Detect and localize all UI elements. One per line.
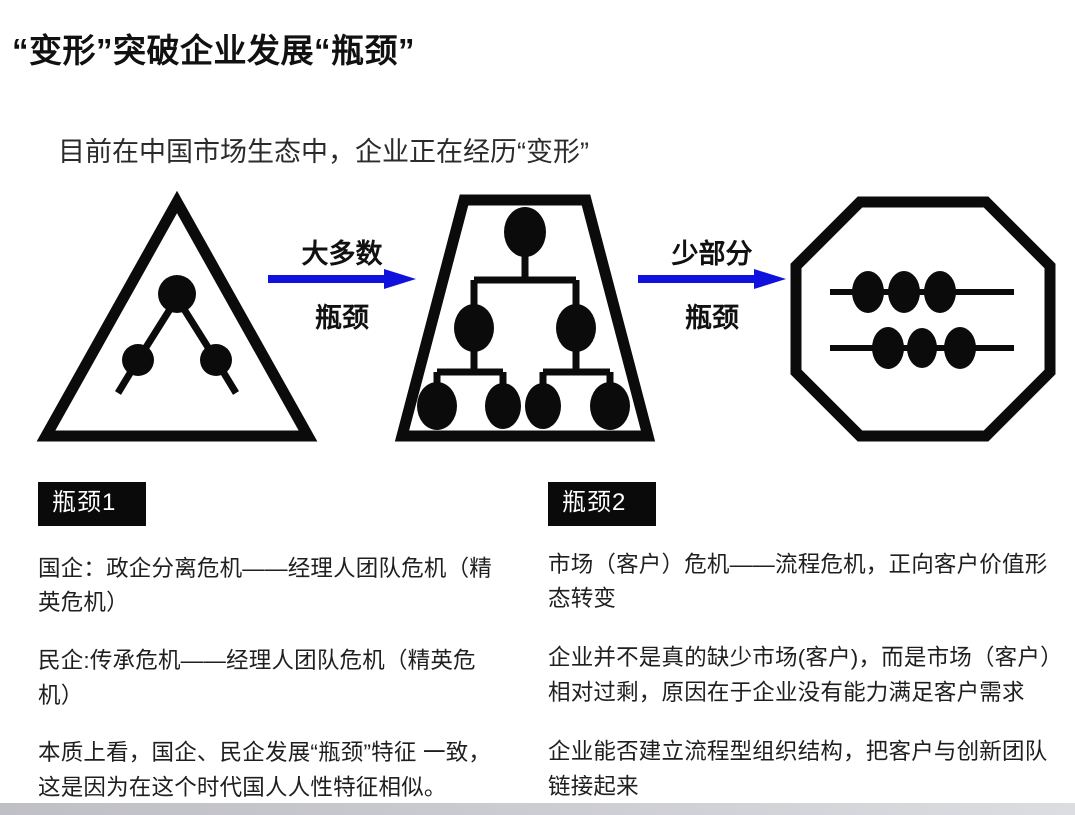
bottleneck-1-column: 瓶颈1 国企：政企分离危机——经理人团队危机（精英危机） 民企:传承危机——经理…: [38, 482, 508, 815]
arrow-majority-icon: [262, 268, 422, 290]
bottleneck-2-badge: 瓶颈2: [548, 482, 657, 526]
pyramid-organization-diagram: [34, 188, 320, 450]
bottleneck-2-paragraph: 企业能否建立流程型组织结构，把客户与创新团队链接起来: [548, 739, 1048, 799]
bottleneck-1-paragraph: 民企:传承危机——经理人团队危机（精英危机）: [38, 647, 476, 708]
page-title: “变形”突破企业发展“瓶颈”: [12, 32, 415, 69]
arrow-minority: 少部分 瓶颈: [632, 240, 792, 333]
arrow-majority: 大多数 瓶颈: [262, 240, 422, 333]
process-organization-diagram: [782, 188, 1064, 450]
arrow-minority-top-label: 少部分: [671, 239, 753, 269]
bottleneck-1-paragraph: 国企：政企分离危机——经理人团队危机（精英危机）: [38, 555, 493, 616]
bottleneck-2-paragraph-list: 市场（客户）危机——流程危机，正向客户价值形态转变 企业并不是真的缺少市场(客户…: [548, 548, 1060, 805]
bottleneck-2-paragraph: 企业并不是真的缺少市场(客户)，而是市场（客户）相对过剩，原因在于企业没有能力满…: [548, 645, 1052, 706]
arrow-majority-top-label: 大多数: [301, 239, 383, 269]
bottleneck-1-paragraph-list: 国企：政企分离危机——经理人团队危机（精英危机） 民企:传承危机——经理人团队危…: [38, 552, 508, 806]
bottleneck-1-badge: 瓶颈1: [38, 482, 147, 526]
bottom-gradient-strip: [0, 803, 1075, 815]
arrow-minority-bottom-label: 瓶颈: [685, 303, 739, 334]
transformation-diagram: 大多数 瓶颈: [0, 188, 1075, 450]
bottleneck-1-paragraph: 本质上看，国企、民企发展“瓶颈”特征 一致，这是因为在这个时代国人人性特征相似。: [38, 740, 492, 800]
bottleneck-2-column: 瓶颈2 市场（客户）危机——流程危机，正向客户价值形态转变 企业并不是真的缺少市…: [548, 482, 1060, 815]
bottleneck-2-paragraph: 市场（客户）危机——流程危机，正向客户价值形态转变: [548, 551, 1048, 612]
arrow-majority-bottom-label: 瓶颈: [315, 303, 369, 334]
arrow-minority-icon: [632, 268, 792, 290]
page-subtitle: 目前在中国市场生态中，企业正在经历“变形”: [58, 137, 589, 167]
flattened-hierarchy-diagram: [388, 188, 658, 450]
